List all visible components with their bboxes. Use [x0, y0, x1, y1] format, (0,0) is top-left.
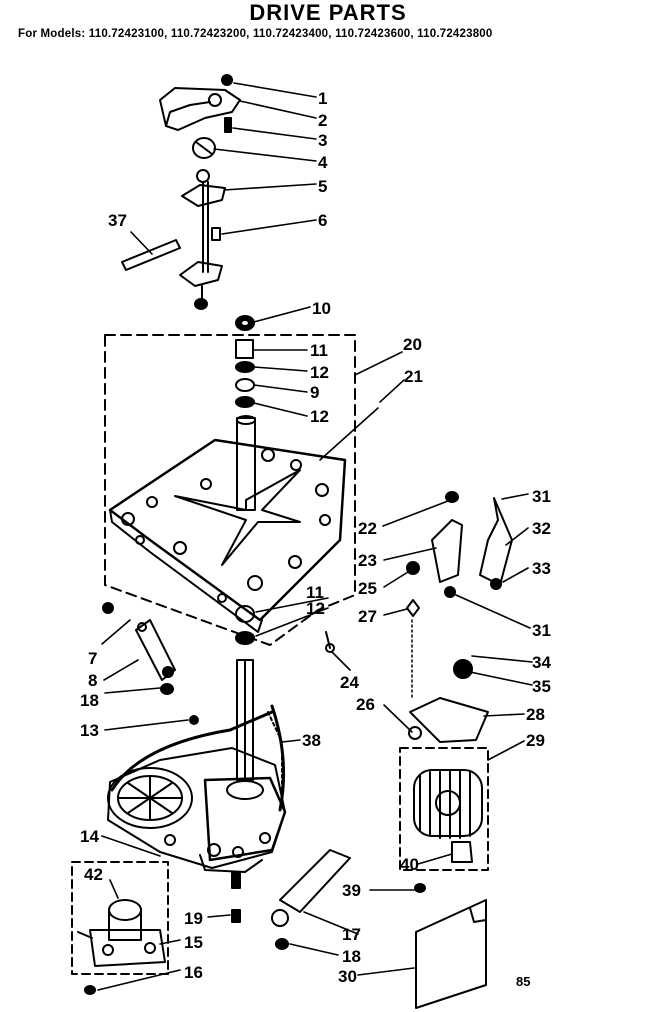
- motor-assembly: [399, 659, 489, 893]
- callout-23: 23: [358, 551, 377, 570]
- callout-17: 17: [342, 925, 361, 944]
- callout-3: 3: [318, 131, 327, 150]
- drive-belt: [110, 710, 274, 792]
- leader-lines: [97, 82, 533, 991]
- callout-31-b: 31: [532, 621, 551, 640]
- callout-4: 4: [318, 153, 328, 172]
- callout-18: 18: [80, 691, 99, 710]
- callout-6: 6: [318, 211, 327, 230]
- callout-8: 8: [88, 671, 97, 690]
- callout-28: 28: [526, 705, 545, 724]
- agitator-bracket-assembly: [121, 74, 241, 310]
- callout-25: 25: [358, 579, 377, 598]
- callout-31: 31: [532, 487, 551, 506]
- callout-37: 37: [108, 211, 127, 230]
- callout-22: 22: [358, 519, 377, 538]
- callout-39: 39: [342, 881, 361, 900]
- spline-washer-stack: [235, 315, 255, 408]
- callout-2: 2: [318, 111, 327, 130]
- callout-11-b: 11: [306, 583, 324, 602]
- callout-19: 19: [184, 909, 203, 928]
- gearcase-base: [108, 415, 347, 633]
- callout-40: 40: [400, 855, 419, 874]
- lower-washers: [235, 605, 335, 653]
- callout-18-b: 18: [342, 947, 361, 966]
- callout-12: 12: [310, 363, 329, 382]
- callout-13: 13: [80, 721, 99, 740]
- callout-26: 26: [356, 695, 375, 714]
- callout-15: 15: [184, 933, 203, 952]
- pump-bracket-parts: [406, 491, 513, 701]
- callout-16: 16: [184, 963, 203, 982]
- callout-27: 27: [358, 607, 377, 626]
- pump-assembly: [71, 861, 169, 995]
- callout-20: 20: [403, 335, 422, 354]
- callout-33: 33: [532, 559, 551, 578]
- callout-5: 5: [318, 177, 327, 196]
- transmission-assembly: [107, 659, 287, 923]
- callout-12-b: 12: [310, 407, 329, 426]
- motor-shield: [415, 899, 487, 1009]
- callout-38: 38: [302, 731, 321, 750]
- callout-34: 34: [532, 653, 551, 672]
- base-assembly-boundary: [104, 334, 356, 646]
- callout-9: 9: [310, 383, 319, 402]
- page-code: 85: [516, 974, 530, 989]
- callout-32: 32: [532, 519, 551, 538]
- snubber-assembly: [102, 602, 176, 695]
- callout-29: 29: [526, 731, 545, 750]
- model-list: For Models: 110.72423100, 110.72423200, …: [18, 28, 493, 40]
- callout-42: 42: [84, 865, 103, 884]
- callout-1: 1: [318, 89, 327, 108]
- callout-35: 35: [532, 677, 551, 696]
- callout-14: 14: [80, 827, 99, 846]
- callout-labels: 1 2 3 4 5 6 37 10 11 12 9 12 20 21 22 23…: [80, 89, 551, 989]
- callout-10: 10: [312, 299, 331, 318]
- callout-11: 11: [310, 341, 328, 360]
- callout-24: 24: [340, 673, 359, 692]
- callout-30: 30: [338, 967, 357, 986]
- callout-7: 7: [88, 649, 97, 668]
- callout-21: 21: [404, 367, 423, 386]
- callout-12-c: 12: [306, 599, 325, 618]
- page-title: DRIVE PARTS: [249, 0, 407, 25]
- motor-strap: [271, 849, 351, 950]
